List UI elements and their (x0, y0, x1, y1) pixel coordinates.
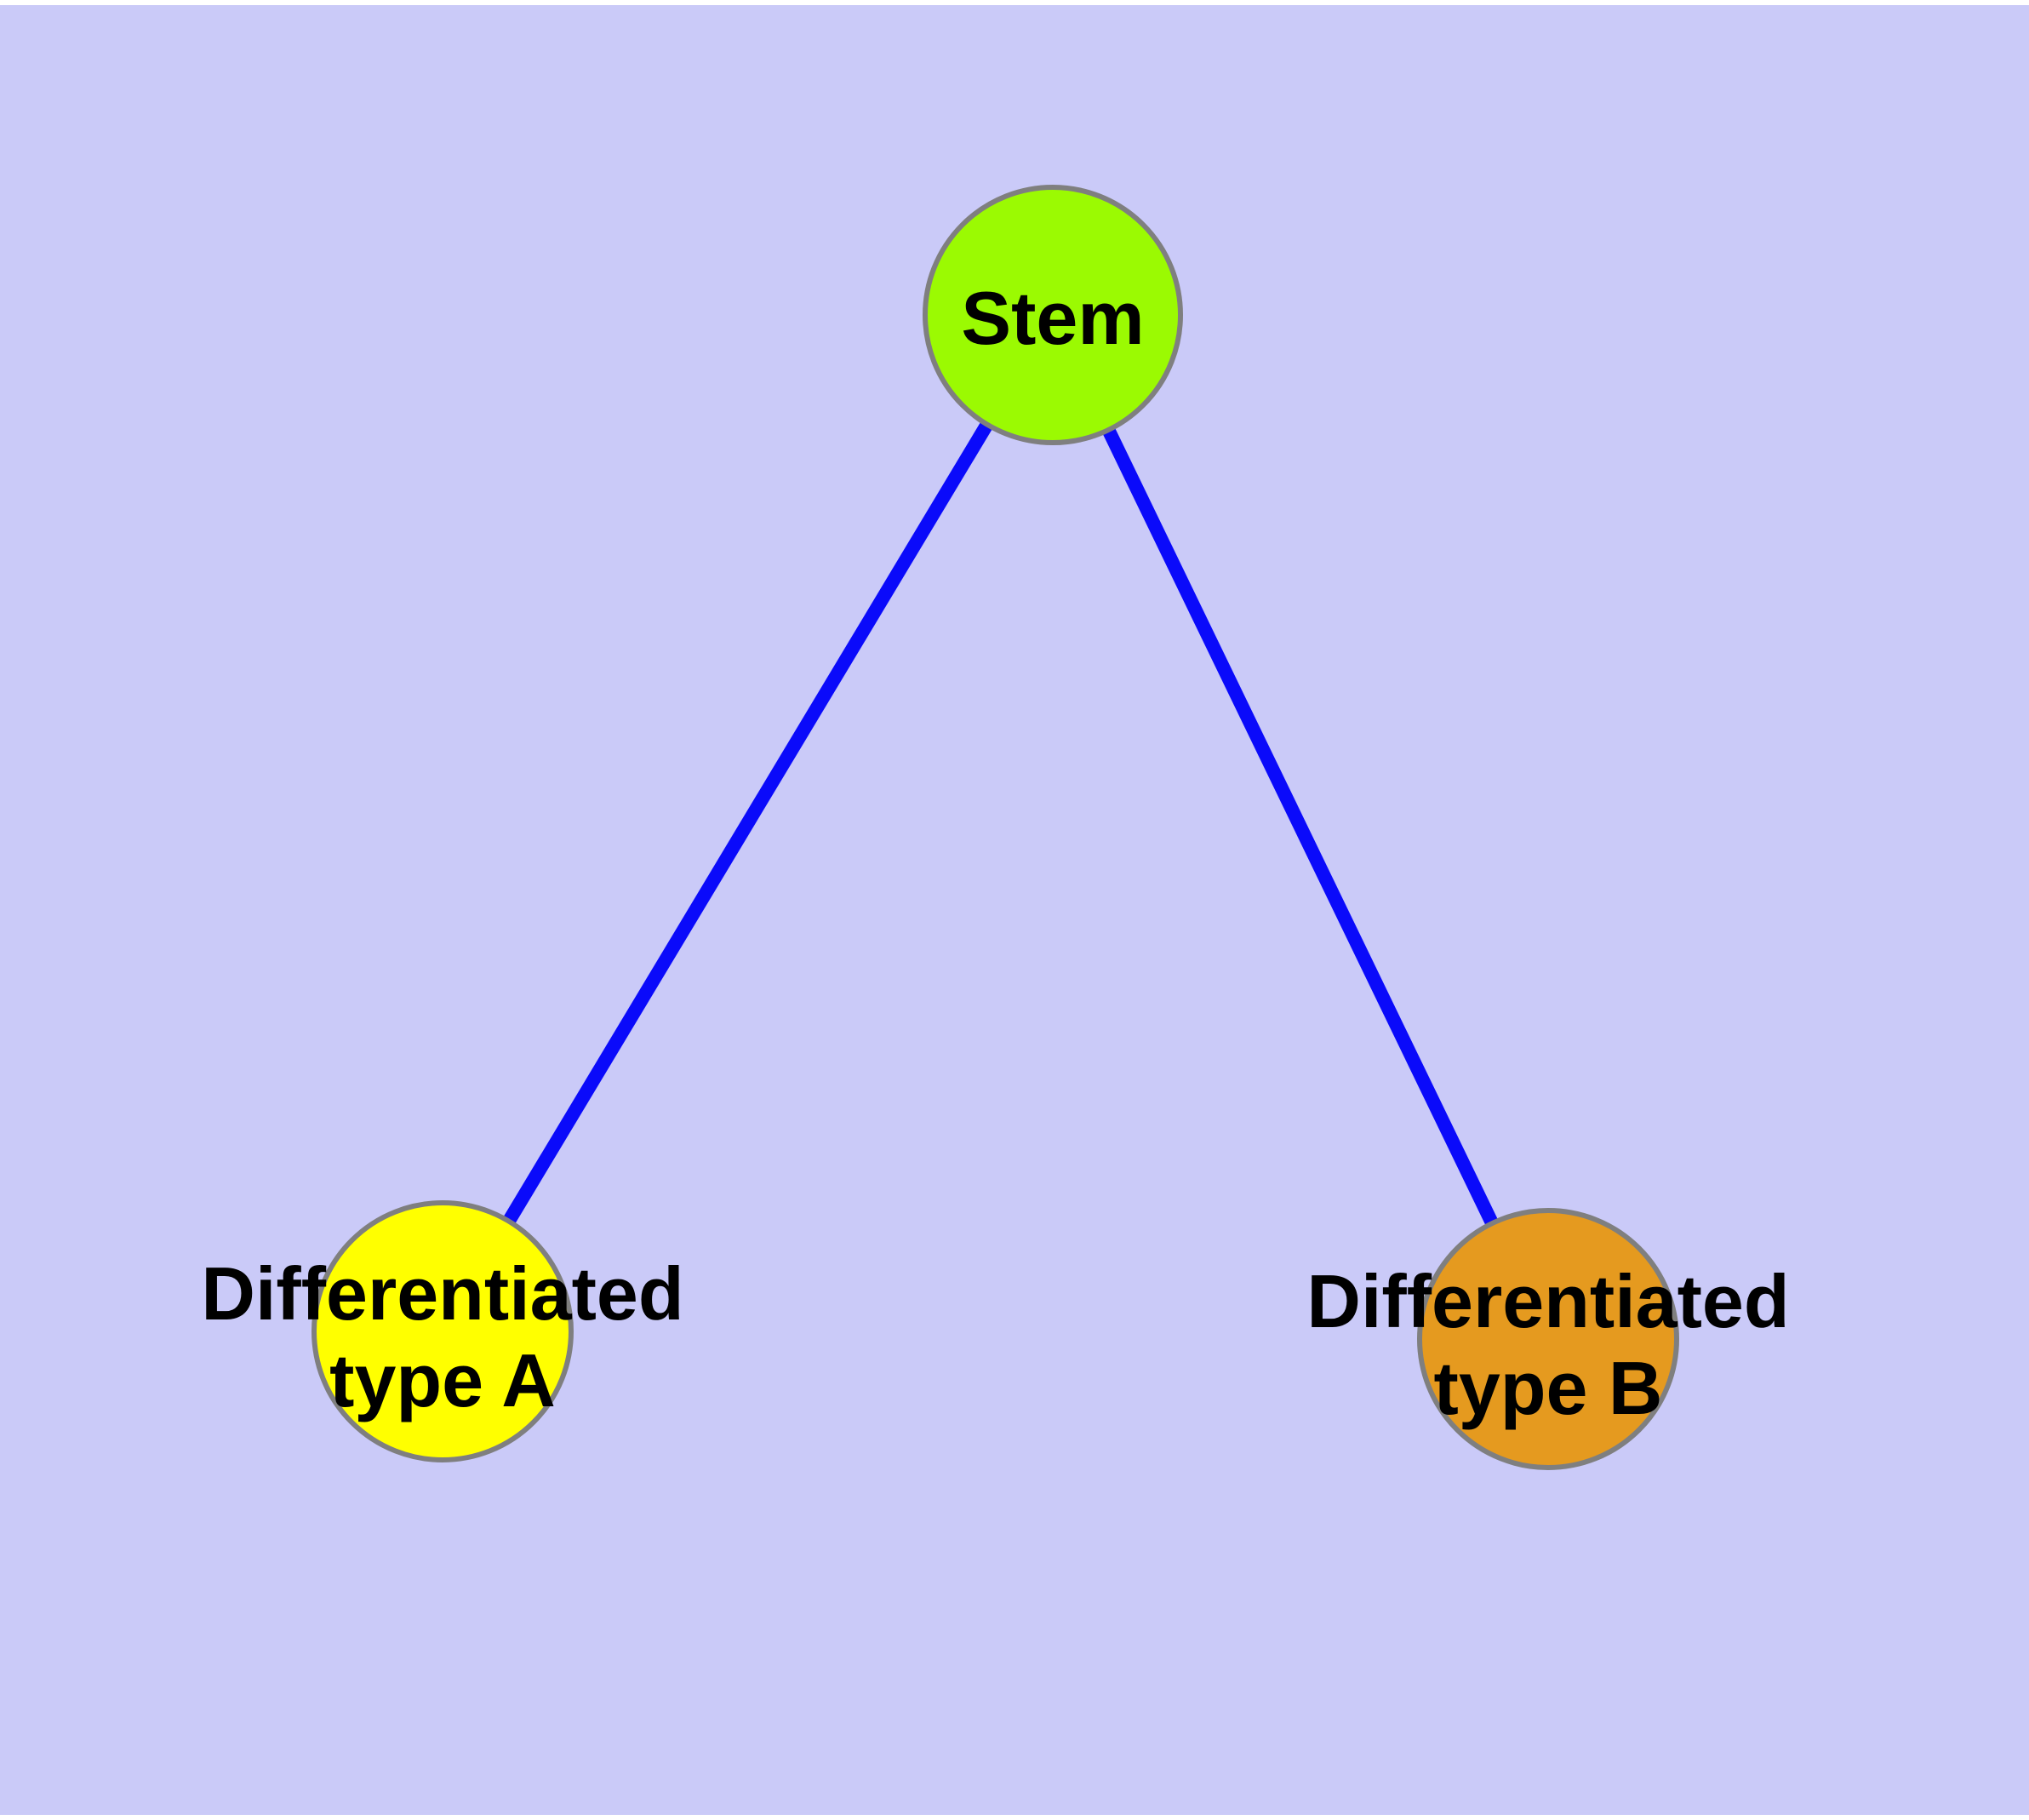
edge-stem-to-type-b (1046, 312, 1555, 1342)
node-differentiated-type-b-label-line2: type B (1434, 1346, 1663, 1430)
node-stem[interactable] (923, 185, 1183, 445)
node-differentiated-type-b[interactable] (1417, 1208, 1679, 1470)
node-differentiated-type-a-label-line1: Differentiated (201, 1251, 683, 1336)
node-differentiated-type-b-label-line1: Differentiated (1306, 1259, 1789, 1343)
edge-stem-to-type-a (437, 311, 1059, 1336)
node-differentiated-type-a-label-line2: type A (329, 1338, 556, 1422)
node-differentiated-type-a[interactable] (311, 1200, 574, 1462)
node-stem-label: Stem (961, 276, 1144, 360)
